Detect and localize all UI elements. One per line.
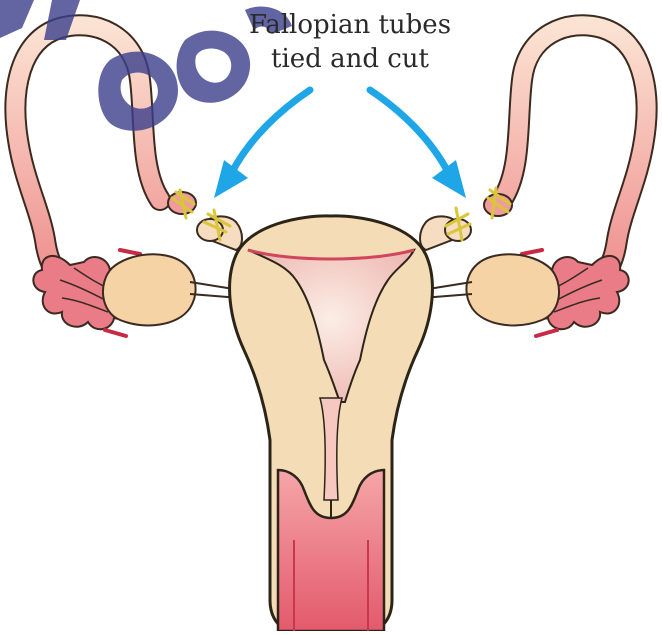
diagram-label: Fallopian tubes tied and cut	[200, 8, 500, 76]
label-line-2: tied and cut	[200, 42, 500, 76]
arrow-left-icon	[214, 90, 310, 198]
left-ovary	[103, 254, 240, 325]
arrow-right-icon	[370, 90, 466, 198]
right-ovary	[422, 254, 559, 325]
label-line-1: Fallopian tubes	[200, 8, 500, 42]
